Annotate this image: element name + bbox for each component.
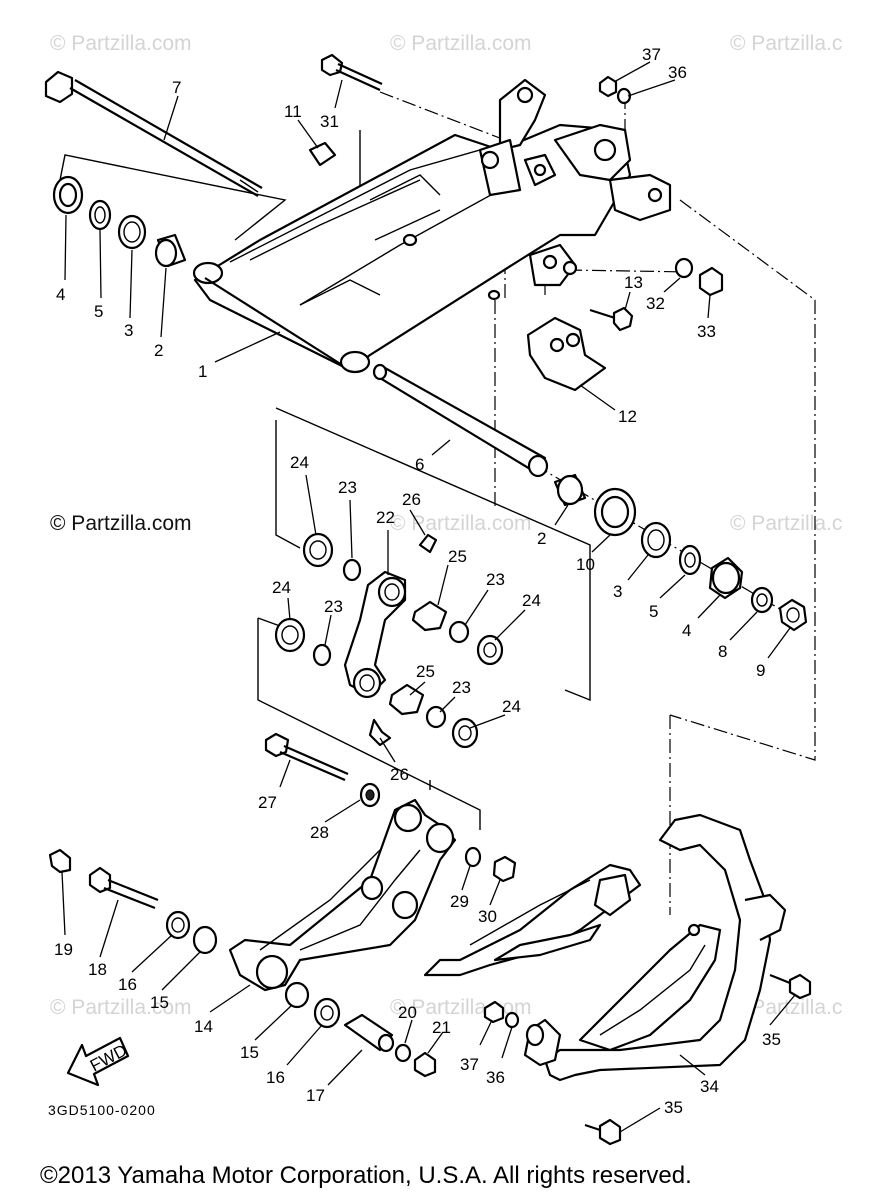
callout: 9 [756, 661, 765, 680]
callout: 32 [646, 294, 665, 313]
watermark-dark: © Partzilla.com [50, 512, 192, 535]
callout: 8 [718, 642, 727, 661]
callout: 28 [310, 823, 329, 842]
watermark: © Partzilla.c [730, 996, 842, 1019]
diagram-code: 3GD5100-0200 [48, 1102, 156, 1118]
callout: 36 [486, 1068, 505, 1087]
callout: 24 [522, 591, 541, 610]
callout: 13 [624, 273, 643, 292]
part-1-swingarm [192, 78, 672, 374]
callout: 24 [502, 697, 521, 716]
right-bearing-stack [553, 473, 808, 632]
callout: 11 [284, 102, 302, 121]
callout: 23 [486, 570, 505, 589]
watermark: © Partzilla.com [50, 32, 192, 55]
callout: 25 [416, 662, 435, 681]
callout: 25 [448, 547, 467, 566]
callout: 10 [576, 555, 595, 574]
callout: 23 [452, 678, 471, 697]
callout: 15 [150, 993, 169, 1012]
callout: 35 [762, 1030, 781, 1049]
callout: 2 [537, 529, 546, 548]
callout: 30 [478, 907, 497, 926]
callout: 35 [664, 1098, 683, 1117]
callout: 19 [54, 940, 73, 959]
callout: 24 [272, 578, 291, 597]
watermark: © Partzilla.c [730, 32, 842, 55]
callout: 23 [324, 597, 343, 616]
left-bearing-stack [52, 175, 187, 268]
part-7-pivot-bolt [44, 70, 263, 197]
callout: 16 [118, 975, 137, 994]
callout: 15 [240, 1043, 259, 1062]
callout: 18 [88, 960, 107, 979]
part-12-chain-slider [526, 316, 607, 392]
lower-hardware [284, 981, 520, 1078]
watermark-group: © Partzilla.com © Partzilla.com © Partzi… [50, 32, 842, 1019]
callout: 4 [56, 285, 65, 304]
watermark: © Partzilla.com [390, 32, 532, 55]
callout: 31 [320, 112, 339, 131]
part-13-32-33 [589, 257, 724, 332]
part-14-relay-arm [228, 798, 457, 992]
leader-lines [61, 61, 796, 1133]
watermark: © Partzilla.com [390, 512, 532, 535]
part-27-28 [264, 732, 381, 808]
fwd-arrow: FWD [66, 1036, 130, 1087]
callout: 3 [124, 321, 133, 340]
part-37-36-top [598, 75, 632, 105]
callout: 2 [154, 341, 163, 360]
callout: 20 [398, 1003, 417, 1022]
callout: 29 [450, 892, 469, 911]
callout: 1 [198, 362, 207, 381]
callout: 14 [194, 1017, 213, 1036]
part-29-30 [464, 846, 517, 883]
callout: 16 [266, 1068, 285, 1087]
watermark: © Partzilla.c [730, 512, 842, 535]
watermark: © Partzilla.com [50, 996, 192, 1019]
callout: 26 [390, 765, 409, 784]
callout: 23 [338, 478, 357, 497]
callout: 12 [618, 407, 637, 426]
callout: 36 [668, 63, 687, 82]
part-11-31-bolts [308, 53, 383, 167]
callout: 17 [306, 1086, 325, 1105]
callout: 26 [402, 490, 421, 509]
part-22-connecting-rod [274, 532, 504, 749]
callout: 3 [613, 582, 622, 601]
copyright-text: ©2013 Yamaha Motor Corporation, U.S.A. A… [40, 1162, 692, 1189]
callout: 37 [642, 45, 661, 64]
part-6-collar [372, 363, 549, 478]
callout: 24 [290, 453, 309, 472]
callout: 34 [700, 1077, 719, 1096]
callout: 33 [697, 322, 716, 341]
part-35-bolts [584, 973, 812, 1146]
callout: 21 [432, 1018, 451, 1037]
callout: 37 [460, 1055, 479, 1074]
callout: 5 [94, 302, 103, 321]
callout-labels: 7 11 31 37 36 4 5 3 2 1 13 32 33 12 6 24… [54, 45, 781, 1117]
callout: 22 [376, 508, 395, 527]
callout: 7 [172, 78, 181, 97]
callout: 27 [258, 793, 277, 812]
callout: 6 [415, 455, 424, 474]
part-19-18 [48, 848, 218, 955]
callout: 4 [682, 621, 691, 640]
part-34-guard [423, 813, 787, 1082]
callout: 5 [649, 602, 658, 621]
